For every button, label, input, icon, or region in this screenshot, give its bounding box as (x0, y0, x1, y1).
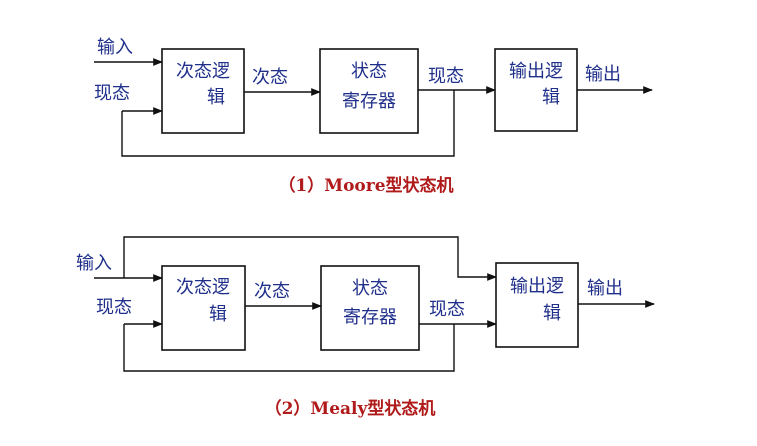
mealy-output-label: 输出 (587, 278, 623, 299)
moore-next-state-logic-line1: 次态逻 (176, 61, 230, 82)
mealy-present-state-in-label: 现态 (96, 297, 132, 318)
mealy-caption: （2）Mealy型状态机 (265, 398, 436, 419)
moore-caption: （1）Moore型状态机 (278, 175, 453, 196)
moore-present-state-out-label: 现态 (428, 66, 464, 87)
moore-input-label: 输入 (97, 37, 133, 58)
moore-state-register-block (319, 48, 419, 134)
mealy-present-state-out-label: 现态 (429, 299, 465, 320)
moore-state-register-line2: 寄存器 (342, 91, 396, 112)
moore-next-state-logic-block (161, 48, 245, 134)
moore-diagram: 输入 现态 次态 现态 输出 次态逻 辑 状态 寄存器 输出逻 辑 （1）Moo… (94, 37, 653, 196)
mealy-state-register-line1: 状态 (352, 278, 388, 299)
moore-output-logic-line1: 输出逻 (509, 61, 563, 82)
mealy-state-register-line2: 寄存器 (343, 307, 397, 328)
mealy-next-state-logic-line1: 次态逻 (176, 277, 230, 298)
moore-output-logic-block (494, 48, 578, 132)
mealy-next-state-label: 次态 (254, 281, 290, 302)
mealy-output-logic-line1: 输出逻 (510, 276, 564, 297)
moore-feedback-loop (121, 90, 455, 157)
moore-next-state-label: 次态 (252, 67, 288, 88)
mealy-next-state-logic-line2: 辑 (209, 304, 227, 325)
moore-output-label: 输出 (585, 64, 621, 85)
mealy-input-label: 输入 (76, 253, 112, 274)
mealy-next-state-logic-block (161, 265, 246, 351)
mealy-input-bypass-arrow (123, 236, 497, 281)
mealy-output-logic-line2: 辑 (543, 303, 561, 324)
mealy-feedback-loop (123, 324, 455, 372)
mealy-diagram: 输入 现态 次态 现态 输出 次态逻 辑 状态 寄存器 输出逻 辑 （2）Mea… (76, 236, 655, 419)
moore-output-logic-line2: 辑 (542, 87, 560, 108)
moore-state-register-line1: 状态 (351, 61, 387, 82)
moore-present-state-in-label: 现态 (94, 83, 130, 104)
moore-next-state-logic-line2: 辑 (207, 87, 225, 108)
mealy-state-register-block (320, 265, 420, 351)
mealy-output-logic-block (495, 262, 579, 348)
